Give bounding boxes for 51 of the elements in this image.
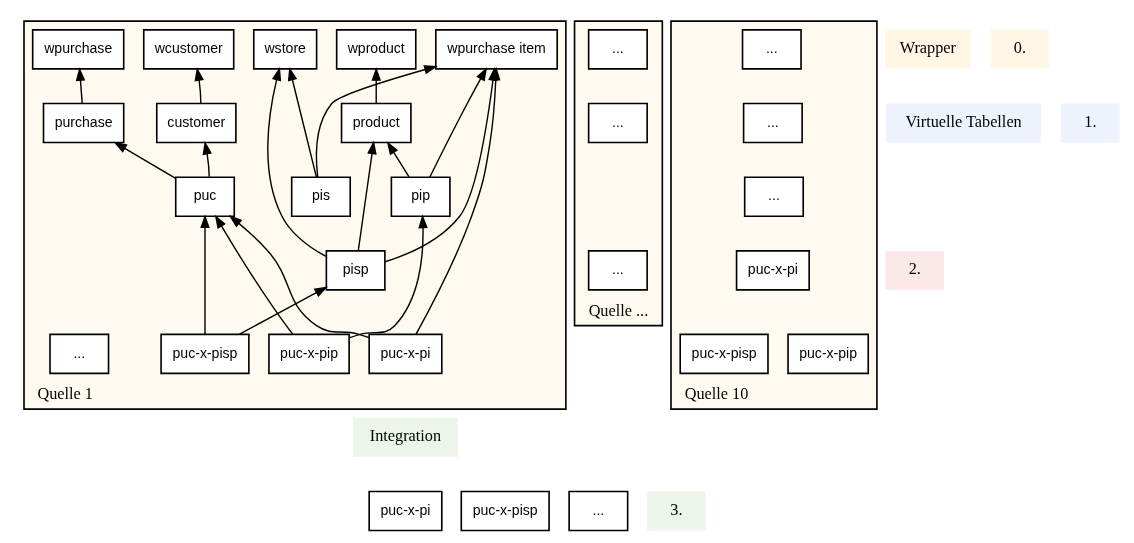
arrow bbox=[199, 214, 210, 335]
node-box: ... bbox=[741, 29, 802, 70]
node-box: ... bbox=[587, 29, 648, 70]
node-box: pis bbox=[290, 176, 351, 218]
node-box: puc-x-pi bbox=[367, 333, 443, 375]
node-box: ... bbox=[567, 490, 628, 532]
arrow bbox=[357, 140, 377, 252]
node-box: wpurchase item bbox=[434, 29, 558, 70]
node-box: pip bbox=[390, 176, 451, 218]
arrow bbox=[228, 215, 370, 339]
node-box: puc bbox=[174, 176, 235, 218]
node-box: ... bbox=[587, 102, 648, 144]
node-box: puc-x-pi bbox=[735, 250, 810, 291]
label: Wrapper bbox=[899, 39, 956, 58]
node-box: product bbox=[340, 102, 412, 144]
label: 3. bbox=[669, 500, 683, 519]
arrow bbox=[112, 141, 176, 180]
node-box: purchase bbox=[42, 102, 125, 144]
node-box: wproduct bbox=[335, 29, 417, 70]
node-box: puc-x-pisp bbox=[159, 333, 250, 375]
node-box: puc-x-pip bbox=[786, 333, 869, 375]
arrow bbox=[370, 67, 381, 104]
label: 2. bbox=[908, 260, 921, 279]
arrow bbox=[287, 66, 317, 178]
arrow bbox=[214, 214, 293, 335]
node-box: wpurchase bbox=[31, 29, 125, 70]
label: 0. bbox=[1013, 39, 1026, 58]
node-box: puc-x-pisp bbox=[678, 333, 769, 375]
label: Virtuelle Tabellen bbox=[904, 112, 1022, 131]
node-box: puc-x-pisp bbox=[459, 490, 550, 532]
arrow bbox=[75, 67, 85, 104]
arrow bbox=[202, 140, 212, 178]
node-box: ... bbox=[743, 176, 804, 218]
arrow bbox=[428, 67, 487, 178]
node-box: ... bbox=[587, 250, 648, 291]
node-box: wstore bbox=[252, 29, 317, 70]
arrow bbox=[386, 141, 410, 178]
node-box: ... bbox=[48, 333, 109, 375]
label: Integration bbox=[369, 427, 441, 446]
node-box: puc-x-pi bbox=[367, 490, 443, 532]
arrow bbox=[348, 214, 428, 339]
node-box: customer bbox=[155, 102, 237, 144]
arrow bbox=[237, 286, 328, 336]
label: 1. bbox=[1083, 112, 1096, 131]
node-box: puc-x-pip bbox=[267, 333, 350, 375]
arrow bbox=[193, 67, 204, 104]
arrow bbox=[266, 67, 327, 258]
node-box: pisp bbox=[325, 250, 386, 291]
node-box: ... bbox=[742, 102, 803, 144]
arrow bbox=[315, 65, 438, 178]
node-box: wcustomer bbox=[142, 29, 235, 70]
